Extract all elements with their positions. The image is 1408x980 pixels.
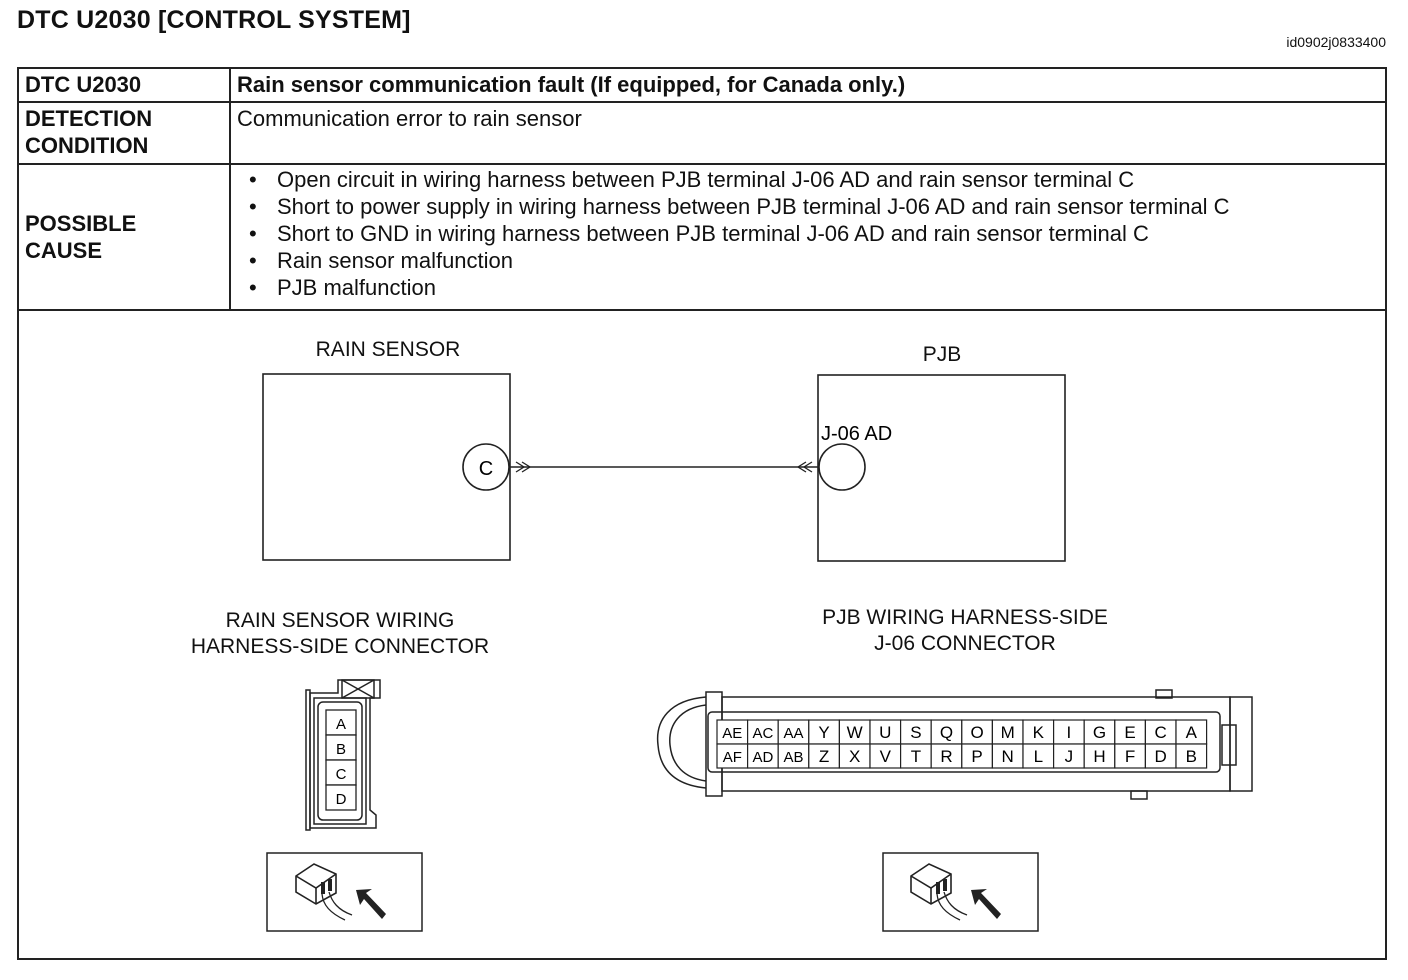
list-item: Short to power supply in wiring harness …	[237, 193, 1379, 220]
pjb-connector-title: PJB WIRING HARNESS-SIDE J-06 CONNECTOR	[790, 605, 1140, 657]
pjb-pin-label: U	[879, 723, 891, 742]
detection-condition-value: Communication error to rain sensor	[229, 101, 1387, 165]
pjb-pin-cell	[746, 719, 779, 745]
dtc-info-table: DTC U2030 Rain sensor communication faul…	[17, 67, 1387, 311]
list-item: Open circuit in wiring harness between P…	[237, 166, 1379, 193]
pjb-connector-title-line2: J-06 CONNECTOR	[874, 632, 1056, 655]
pjb-pin-label: D	[1155, 747, 1167, 766]
pjb-pin-label: C	[1155, 723, 1167, 742]
rain-sensor-title: RAIN SENSOR	[315, 338, 461, 361]
connector-mark-right	[796, 461, 807, 473]
pjb-pin-cell	[1083, 743, 1116, 769]
pjb-pin-label: E	[1124, 723, 1135, 742]
rs-pin-b: B	[336, 741, 346, 758]
rs-pin-c: C	[336, 766, 347, 783]
pjb-pin-label: S	[910, 723, 921, 742]
pjb-pin-cell	[1144, 743, 1177, 769]
possible-cause-list: Open circuit in wiring harness between P…	[237, 166, 1379, 301]
pjb-pin-label: A	[1186, 723, 1198, 742]
detection-head-line1: DETECTION	[25, 106, 153, 131]
pjb-pin-label: H	[1093, 747, 1105, 766]
dtc-code-cell: DTC U2030	[17, 67, 231, 103]
rs-connector-title-line1: RAIN SENSOR WIRING	[225, 609, 455, 632]
pjb-box	[817, 374, 1066, 562]
pjb-pin-label: X	[849, 747, 860, 766]
rain-sensor-pin-cells	[325, 709, 357, 811]
pjb-pin-label: AD	[752, 749, 773, 766]
pjb-pin-label: W	[847, 723, 863, 742]
rs-harness-view-icon	[266, 852, 423, 932]
pjb-pin-label: AA	[783, 725, 803, 742]
pjb-pin-label: I	[1067, 723, 1072, 742]
pjb-pin-cell	[961, 743, 993, 769]
pjb-title: PJB	[922, 343, 962, 366]
pjb-pin-label: Z	[819, 747, 829, 766]
rs-connector-title: RAIN SENSOR WIRING HARNESS-SIDE CONNECTO…	[170, 608, 510, 660]
rs-connector-title-line2: HARNESS-SIDE CONNECTOR	[190, 635, 490, 658]
pjb-pin-label: AE	[722, 725, 742, 742]
cause-head-line2: CAUSE	[25, 238, 103, 263]
list-item: PJB malfunction	[237, 274, 1379, 301]
table-row: DETECTION CONDITION Communication error …	[17, 101, 1387, 165]
table-row: POSSIBLE CAUSE Open circuit in wiring ha…	[17, 163, 1387, 311]
pjb-pin-label: V	[880, 747, 892, 766]
pjb-pin-cell	[961, 719, 993, 745]
pjb-pin-label: M	[1001, 723, 1015, 742]
terminal-ad-circle	[818, 443, 866, 491]
connector-mark-right-2	[802, 461, 813, 473]
list-item: Rain sensor malfunction	[237, 247, 1379, 274]
pjb-pin-cell	[716, 719, 749, 745]
pjb-pin-cell	[1022, 719, 1055, 745]
pjb-pin-label: O	[970, 723, 983, 742]
pjb-pin-label: G	[1093, 723, 1106, 742]
possible-cause-head: POSSIBLE CAUSE	[17, 163, 231, 311]
pjb-pin-label: AC	[752, 725, 773, 742]
pjb-pin-label: K	[1033, 723, 1045, 742]
pjb-pin-label: AB	[783, 749, 803, 766]
pjb-pin-cell	[1052, 743, 1085, 769]
rain-sensor-connector	[305, 679, 381, 831]
pjb-pin-cell	[716, 743, 749, 769]
pjb-pin-label: N	[1002, 747, 1014, 766]
page-title: DTC U2030 [CONTROL SYSTEM]	[17, 6, 411, 34]
pjb-pin-label: Y	[818, 723, 829, 742]
pjb-pin-label: F	[1125, 747, 1135, 766]
pjb-pin-cell	[1144, 719, 1177, 745]
pjb-pin-label: P	[971, 747, 982, 766]
pjb-pin-label: R	[940, 747, 952, 766]
pjb-connector-title-line1: PJB WIRING HARNESS-SIDE	[822, 606, 1108, 629]
rs-pin-d: D	[336, 791, 347, 808]
document-id: id0902j0833400	[1286, 34, 1386, 50]
connector-mark-left	[515, 461, 526, 473]
pjb-pin-cell	[1022, 743, 1055, 769]
pjb-pin-label: L	[1034, 747, 1043, 766]
dtc-description-cell: Rain sensor communication fault (If equi…	[229, 67, 1387, 103]
detection-head-line2: CONDITION	[25, 133, 149, 158]
pjb-pin-cell	[1175, 743, 1208, 769]
pjb-harness-view-icon	[882, 852, 1039, 932]
terminal-c-label: C	[479, 458, 493, 480]
pjb-pin-cell	[869, 743, 902, 769]
table-row: DTC U2030 Rain sensor communication faul…	[17, 67, 1387, 103]
pjb-pin-label: Q	[940, 723, 953, 742]
pjb-pin-cell	[777, 743, 810, 769]
list-item: Short to GND in wiring harness between P…	[237, 220, 1379, 247]
pjb-pin-label: J	[1065, 747, 1074, 766]
pjb-pin-label: B	[1186, 747, 1197, 766]
cause-head-line1: POSSIBLE	[25, 211, 137, 236]
rs-pin-a: A	[336, 716, 346, 733]
pjb-pin-cell	[746, 743, 779, 769]
pjb-pin-cell	[838, 743, 871, 769]
detection-condition-head: DETECTION CONDITION	[17, 101, 231, 165]
connector-mark-left-2	[521, 461, 532, 473]
pjb-pin-label: AF	[723, 749, 742, 766]
terminal-ad-label: J-06 AD	[821, 423, 892, 445]
pjb-pin-label: T	[911, 747, 921, 766]
pjb-pin-cell	[930, 743, 963, 769]
possible-cause-list-cell: Open circuit in wiring harness between P…	[229, 163, 1387, 311]
wiring-diagram-panel	[17, 309, 1387, 960]
